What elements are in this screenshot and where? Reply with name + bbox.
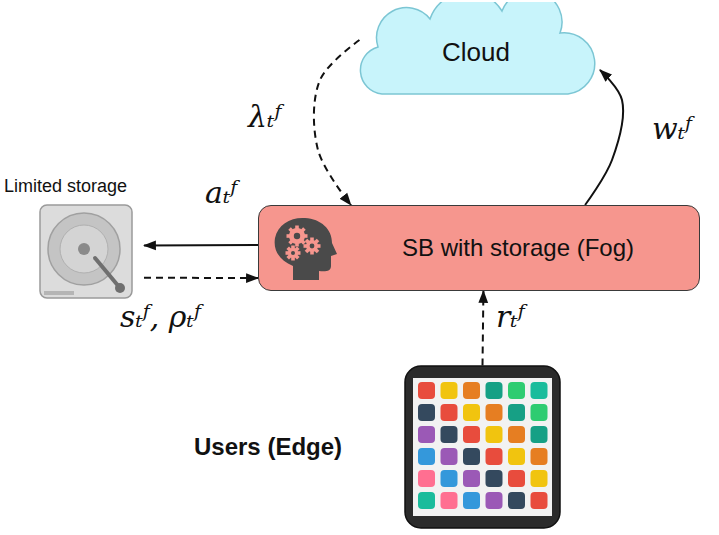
app-icon	[418, 382, 435, 399]
app-icon	[418, 448, 435, 465]
app-icon	[486, 404, 503, 421]
app-icon	[418, 404, 435, 421]
app-icon	[508, 426, 525, 443]
app-icon	[508, 404, 525, 421]
storage-node: Limited storage	[2, 176, 144, 300]
app-icon	[531, 492, 548, 509]
edge-label: aₜᶠ	[203, 176, 239, 209]
hard-drive-picture	[40, 205, 132, 298]
cloud-shape: Cloud	[352, 2, 600, 102]
node-label: SB with storage (Fog)	[402, 234, 634, 262]
cloud-path	[360, 2, 594, 94]
brain-icon	[269, 216, 339, 282]
app-icon	[508, 382, 525, 399]
app-icon	[463, 382, 480, 399]
app-icon	[463, 448, 480, 465]
app-icon	[508, 448, 525, 465]
node-label: Cloud	[442, 37, 510, 68]
edge-label: sₜᶠ, ρₜᶠ	[118, 300, 203, 333]
connector-arrow	[144, 277, 258, 279]
app-icon	[441, 492, 458, 509]
app-icon	[531, 426, 548, 443]
node-label: Users (Edge)	[194, 433, 342, 461]
app-icon	[486, 382, 503, 399]
app-icon	[441, 448, 458, 465]
app-icon	[441, 382, 458, 399]
edge-label: wₜᶠ	[650, 112, 694, 145]
connector-arrow	[482, 291, 485, 365]
app-icon	[486, 470, 503, 487]
app-icon	[418, 470, 435, 487]
app-icon	[463, 426, 480, 443]
app-icon	[418, 492, 435, 509]
app-icon	[463, 470, 480, 487]
connector-arrow	[144, 244, 258, 246]
app-icon	[531, 470, 548, 487]
app-icon	[531, 382, 548, 399]
node-label: Limited storage	[4, 176, 127, 197]
app-icon	[486, 448, 503, 465]
app-icon	[508, 470, 525, 487]
connector-arrow	[314, 40, 360, 205]
app-icon	[486, 426, 503, 443]
app-icon	[441, 404, 458, 421]
app-icon	[463, 404, 480, 421]
users-node: Users (Edge)	[190, 362, 565, 532]
edge-label: rₜᶠ	[494, 300, 527, 333]
app-icon	[508, 492, 525, 509]
app-icon	[441, 426, 458, 443]
app-icon	[441, 470, 458, 487]
app-icon	[418, 426, 435, 443]
process-box: SB with storage (Fog)	[258, 205, 700, 291]
connector-arrow	[585, 70, 623, 205]
edge-label: λₜᶠ	[246, 100, 283, 133]
app-icon	[531, 404, 548, 421]
app-icon	[531, 448, 548, 465]
app-icon	[486, 492, 503, 509]
phone-picture	[405, 366, 560, 528]
app-icon	[463, 492, 480, 509]
